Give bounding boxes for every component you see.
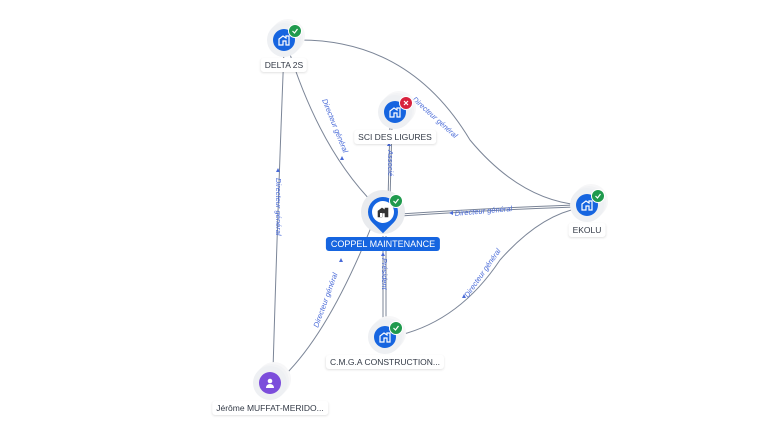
edge-label-jerome-delta: Directeur général (274, 178, 283, 236)
pin-inner (372, 201, 394, 223)
building-icon (278, 35, 290, 46)
building-icon (389, 107, 401, 118)
edge-label-jerome-center: Directeur général (311, 271, 339, 328)
node-label[interactable]: Jérôme MUFFAT-MERIDO... (212, 401, 328, 415)
edge-jerome-delta (272, 49, 285, 371)
edge-cmga-ekolu (399, 207, 581, 336)
building-icon (581, 200, 593, 211)
check-icon (595, 193, 601, 199)
arrow-icon (462, 294, 466, 298)
active-badge (591, 189, 605, 203)
edge-center-ekolu-2 (399, 206, 576, 217)
node-label[interactable]: SCI DES LIGURES (354, 130, 436, 144)
check-icon (292, 28, 298, 34)
node-label[interactable]: COPPEL MAINTENANCE (325, 237, 441, 251)
cross-icon (403, 100, 409, 106)
active-badge (389, 321, 403, 335)
building-icon (379, 332, 391, 343)
node-label[interactable]: EKOLU (568, 223, 606, 237)
edge-label-sci-center: Associé (386, 149, 395, 176)
arrow-icon (340, 156, 344, 160)
edge-center-ekolu (399, 204, 576, 215)
edge-label-cmga-center: Président (380, 258, 389, 291)
edge-label-delta-center: Directeur général (320, 97, 350, 154)
arrow-icon (381, 252, 385, 256)
check-icon (393, 325, 399, 331)
arrow-icon (276, 168, 280, 172)
person-icon (266, 378, 274, 388)
arrow-icon (387, 142, 391, 146)
active-badge (288, 24, 302, 38)
closed-badge (399, 96, 413, 110)
building-icon (377, 207, 389, 218)
arrow-icon (339, 258, 343, 262)
node-label[interactable]: DELTA 2S (260, 58, 308, 72)
edge-delta-ekolu (299, 39, 581, 206)
arrow-icon (449, 211, 453, 215)
check-icon (393, 198, 399, 204)
person-circle (259, 372, 281, 394)
active-badge (389, 194, 403, 208)
edge-label-center-ekolu: Directeur général (454, 204, 512, 218)
edge-label-cmga-ekolu: Directeur général (462, 247, 503, 300)
node-label[interactable]: C.M.G.A CONSTRUCTION... (325, 355, 445, 369)
